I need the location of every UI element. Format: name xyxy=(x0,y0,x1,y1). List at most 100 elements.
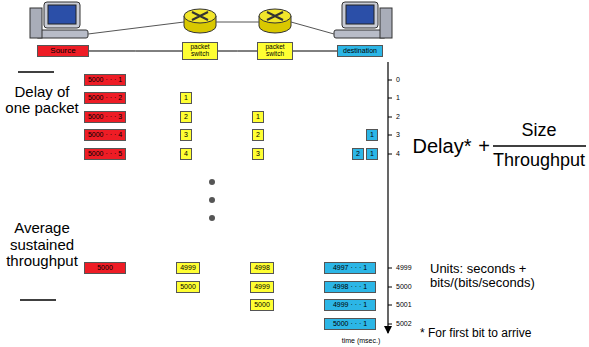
link-line xyxy=(293,51,337,52)
computer-icon xyxy=(342,2,378,28)
axis-title: time (msec.) xyxy=(342,337,381,345)
tick-label: 2 xyxy=(396,113,400,121)
switch-box: packet switch xyxy=(257,42,293,60)
ellipsis-dots xyxy=(209,179,215,185)
fraction-bar xyxy=(493,145,586,147)
packet-cell: 5000 · · · 5 xyxy=(84,148,126,159)
bracket-line xyxy=(18,71,54,73)
source-box: Source xyxy=(37,45,89,57)
units-note: Units: seconds + bits/(bits/seconds) xyxy=(430,262,588,291)
node-text: 1 xyxy=(369,150,375,157)
node-text: packet switch xyxy=(260,44,290,58)
node-text: 2 xyxy=(255,131,261,138)
ellipsis-dots xyxy=(209,215,215,221)
node-text: 5000 · · · 2 xyxy=(87,94,123,101)
side-label: Average sustained throughput xyxy=(1,220,83,270)
formula-denominator: Throughput xyxy=(493,151,585,171)
node-text: 5000 · · · 1 xyxy=(327,320,373,327)
time-axis xyxy=(388,80,392,324)
packet-cell: 4999 xyxy=(250,281,274,292)
destination-box: destination xyxy=(337,45,383,56)
tick-label: 5002 xyxy=(396,320,412,328)
computer-icon xyxy=(380,8,392,38)
packet-cell: 5000 xyxy=(84,262,126,273)
bracket-line xyxy=(20,299,56,301)
packet-cell: 4 xyxy=(180,148,192,159)
node-text: destination xyxy=(340,47,380,54)
packet-cell: 4998 · · · 1 xyxy=(324,281,376,292)
router-icon xyxy=(184,9,216,23)
node-text: 5000 · · · 4 xyxy=(87,131,123,138)
node-text: 5000 xyxy=(87,264,123,271)
node-text: Source xyxy=(40,47,86,55)
formula-numerator: Size xyxy=(521,121,556,141)
node-text: 4999 · · · 1 xyxy=(327,301,373,308)
packet-cell: 5000 xyxy=(250,299,274,310)
packet-cell: 4998 xyxy=(250,262,274,273)
node-text: packet switch xyxy=(185,44,215,58)
formula-term: Delay* xyxy=(413,135,472,157)
computer-icon xyxy=(334,30,386,38)
packet-cell: 5000 · · · 1 xyxy=(84,74,126,85)
computer-icon xyxy=(346,5,374,24)
router-icon xyxy=(259,9,291,33)
node-text: 4998 xyxy=(253,264,271,271)
packet-cell: 1 xyxy=(252,111,264,122)
node-text: 4 xyxy=(183,150,189,157)
tick-label: 4999 xyxy=(396,264,412,272)
packet-cell: 1 xyxy=(366,129,378,140)
ellipsis-dots xyxy=(209,179,215,221)
node-text: 5000 · · · 5 xyxy=(87,150,123,157)
tick-label: 1 xyxy=(396,94,400,102)
time-axis xyxy=(388,62,392,333)
node-text: 4998 · · · 1 xyxy=(327,283,373,290)
packet-cell: 5000 · · · 2 xyxy=(84,92,126,103)
computer-icon xyxy=(30,2,88,38)
packet-cell: 3 xyxy=(180,129,192,140)
packet-cell: 5000 · · · 3 xyxy=(84,111,126,122)
packet-cell: 5000 · · · 4 xyxy=(84,129,126,140)
computer-icon xyxy=(48,5,76,24)
router-icon xyxy=(259,9,291,23)
time-axis xyxy=(387,62,388,333)
link-line xyxy=(89,50,182,51)
switch-box: packet switch xyxy=(182,42,218,60)
router-icon xyxy=(184,9,216,33)
packet-cell: 3 xyxy=(252,148,264,159)
packet-cell: 4999 xyxy=(176,262,200,273)
packet-cell: 1 xyxy=(366,148,378,159)
node-text: 5000 xyxy=(179,283,197,290)
formula-operator: + xyxy=(478,135,490,157)
computer-icon xyxy=(44,2,80,28)
packet-cell: 5000 · · · 1 xyxy=(324,318,376,329)
node-text: 1 xyxy=(183,94,189,101)
packet-cell: 4999 · · · 1 xyxy=(324,299,376,310)
node-text: 2 xyxy=(183,113,189,120)
node-text: 3 xyxy=(183,131,189,138)
node-text: 3 xyxy=(255,150,261,157)
side-label: Delay of one packet xyxy=(1,84,83,117)
packet-cell: 2 xyxy=(352,148,364,159)
packet-cell: 5000 xyxy=(176,281,200,292)
computer-icon xyxy=(334,2,392,38)
node-text: 5000 · · · 1 xyxy=(87,76,123,83)
node-text: 1 xyxy=(255,113,261,120)
link-line xyxy=(218,51,257,52)
packet-cell: 2 xyxy=(180,111,192,122)
node-text: 4997 · · · 1 xyxy=(327,264,373,271)
router-icon xyxy=(267,12,283,20)
node-text: 2 xyxy=(355,150,361,157)
node-text: 4999 xyxy=(253,283,271,290)
node-text: 5000 · · · 3 xyxy=(87,113,123,120)
node-text: 1 xyxy=(369,131,375,138)
node-text: 4999 xyxy=(179,264,197,271)
tick-label: 4 xyxy=(396,150,400,158)
ellipsis-dots xyxy=(209,197,215,203)
computer-icon xyxy=(30,8,42,38)
packet-cell: 4997 · · · 1 xyxy=(324,262,376,273)
footnote: * For first bit to arrive xyxy=(420,327,531,340)
tick-label: 5000 xyxy=(396,283,412,291)
packet-cell: 2 xyxy=(252,129,264,140)
router-icon xyxy=(192,12,208,20)
node-text: 5000 xyxy=(253,301,271,308)
